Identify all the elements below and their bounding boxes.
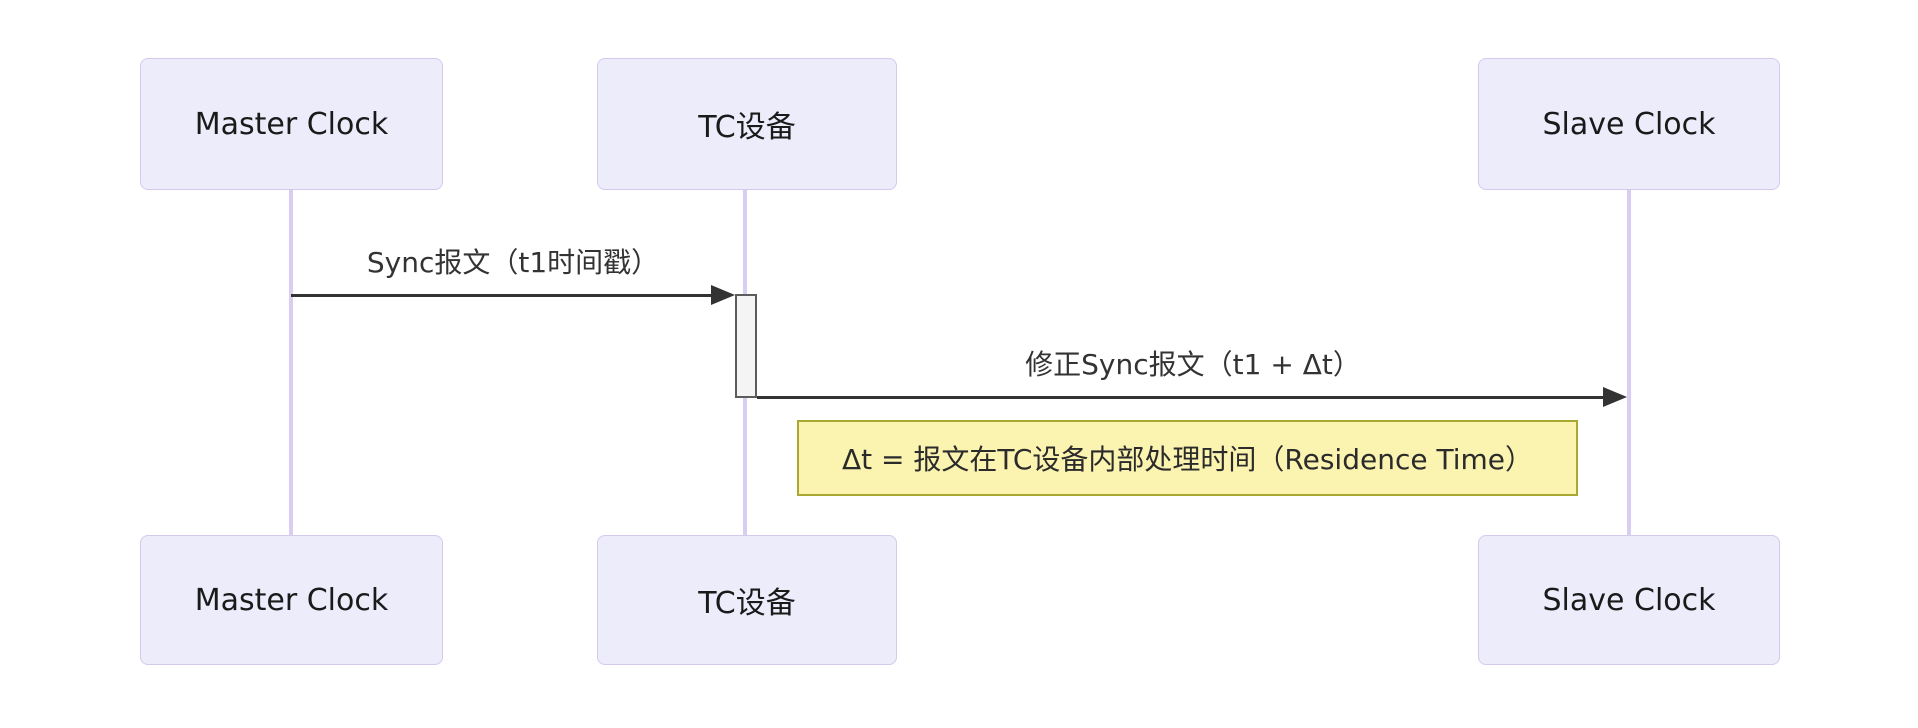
- actor-label-tc-top: TC设备: [698, 110, 796, 145]
- actor-box-slave-top: Slave Clock: [1478, 58, 1780, 190]
- actor-label-slave-bottom: Slave Clock: [1542, 582, 1716, 618]
- message-arrow-sync: [291, 294, 715, 297]
- arrowhead-icon: [1603, 387, 1627, 407]
- message-label-sync: Sync报文（t1时间戳）: [366, 246, 660, 279]
- actor-label-slave-top: Slave Clock: [1542, 106, 1716, 142]
- message-arrow-corrected-sync: [757, 396, 1609, 399]
- arrowhead-icon: [711, 285, 735, 305]
- actor-label-master-top: Master Clock: [194, 106, 389, 142]
- lifeline-slave: [1627, 190, 1631, 535]
- note-text: Δt = 报文在TC设备内部处理时间（Residence Time）: [842, 443, 1533, 476]
- actor-box-master-bottom: Master Clock: [140, 535, 443, 665]
- actor-label-master-bottom: Master Clock: [194, 582, 389, 618]
- actor-box-tc-top: TC设备: [597, 58, 897, 190]
- activation-bar-tc: [735, 294, 757, 398]
- note-residence-time: Δt = 报文在TC设备内部处理时间（Residence Time）: [797, 420, 1578, 496]
- actor-box-tc-bottom: TC设备: [597, 535, 897, 665]
- actor-box-master-top: Master Clock: [140, 58, 443, 190]
- message-label-corrected-sync: 修正Sync报文（t1 + Δt）: [1025, 348, 1361, 381]
- actor-box-slave-bottom: Slave Clock: [1478, 535, 1780, 665]
- lifeline-master: [289, 190, 293, 535]
- actor-label-tc-bottom: TC设备: [698, 586, 796, 621]
